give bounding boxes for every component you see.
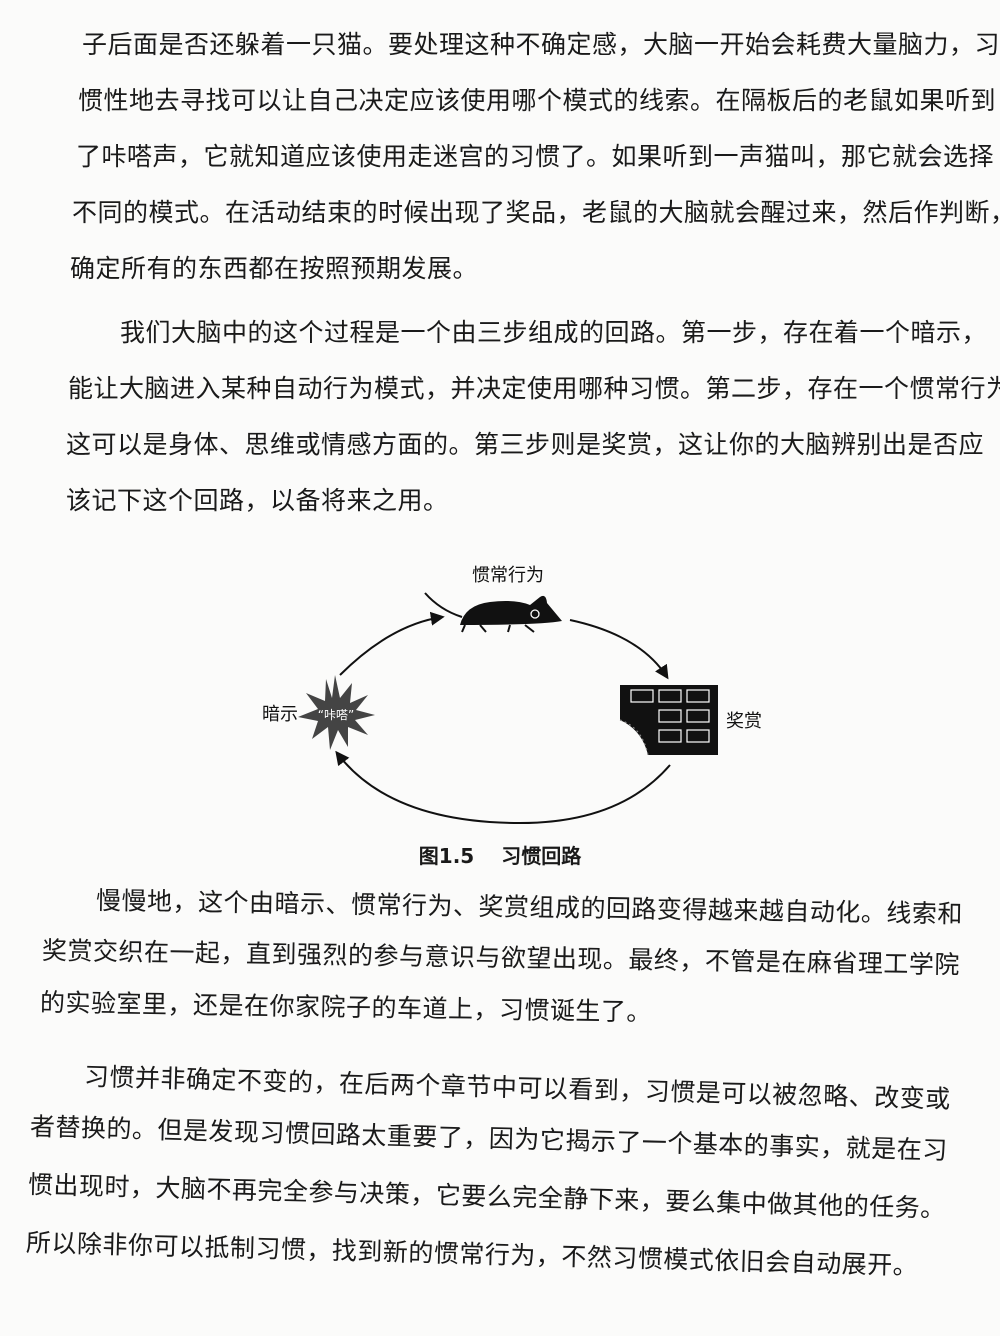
- mouse-icon: [424, 592, 562, 633]
- routine-label: 惯常行为: [472, 565, 544, 586]
- svg-text:“咔嗒”: “咔嗒”: [318, 708, 354, 722]
- text-line: 奖赏交织在一起，直到强烈的参与意识与欲望出现。最终，不管是在麻省理工学院: [41, 936, 961, 980]
- arrow-routine-to-reward: [569, 619, 669, 680]
- text-line: 不同的模式。在活动结束的时候出现了奖品，老鼠的大脑就会醒过来，然后作判断，: [72, 198, 1000, 227]
- figure-number: 图1.5: [418, 844, 475, 868]
- text-line: 了咔嗒声，它就知道应该使用走迷宫的习惯了。如果听到一声猫叫，那它就会选择: [76, 142, 995, 171]
- text-line: 子后面是否还躲着一只猫。要处理这种不确定感，大脑一开始会耗费大量脑力，习: [82, 30, 1000, 59]
- text-line: 我们大脑中的这个过程是一个由三步组成的回路。第一步，存在着一个暗示，: [120, 318, 988, 347]
- habit-loop-diagram: 惯常行为 暗示 “咔嗒”: [240, 555, 800, 845]
- text-line: 所以除非你可以抵制习惯，找到新的惯常行为，不然习惯模式依旧会自动展开。: [25, 1228, 919, 1281]
- text-line: 的实验室里，还是在你家院子的车道上，习惯诞生了。: [39, 988, 653, 1027]
- text-line: 惯出现时，大脑不再完全参与决策，它要么完全静下来，要么集中做其他的任务。: [27, 1170, 947, 1224]
- text-line: 慢慢地，这个由暗示、惯常行为、奖赏组成的回路变得越来越自动化。线索和: [95, 886, 964, 929]
- cue-label: 暗示: [262, 704, 298, 725]
- click-burst-icon: “咔嗒”: [298, 675, 375, 750]
- arrow-cue-to-routine: [339, 611, 445, 676]
- text-line: 确定所有的东西都在按照预期发展。: [70, 254, 479, 283]
- chocolate-bar-icon: [619, 685, 718, 756]
- figure-caption: 图1.5 习惯回路: [0, 840, 1000, 869]
- arrow-reward-to-cue: [335, 750, 671, 825]
- text-line: 惯性地去寻找可以让自己决定应该使用哪个模式的线索。在隔板后的老鼠如果听到: [78, 86, 997, 115]
- reward-label: 奖赏: [726, 711, 762, 732]
- text-line: 该记下这个回路，以备将来之用。: [66, 486, 449, 515]
- figure-title: 习惯回路: [501, 844, 582, 868]
- text-line: 者替换的。但是发现习惯回路太重要了，因为它揭示了一个基本的事实，就是在习: [29, 1112, 949, 1166]
- text-line: 这可以是身体、思维或情感方面的。第三步则是奖赏，这让你的大脑辨别出是否应: [66, 430, 985, 459]
- text-line: 习惯并非确定不变的，在后两个章节中可以看到，习惯是可以被忽略、改变或: [83, 1062, 952, 1114]
- text-line: 能让大脑进入某种自动行为模式，并决定使用哪种习惯。第二步，存在一个惯常行为，: [68, 374, 1000, 403]
